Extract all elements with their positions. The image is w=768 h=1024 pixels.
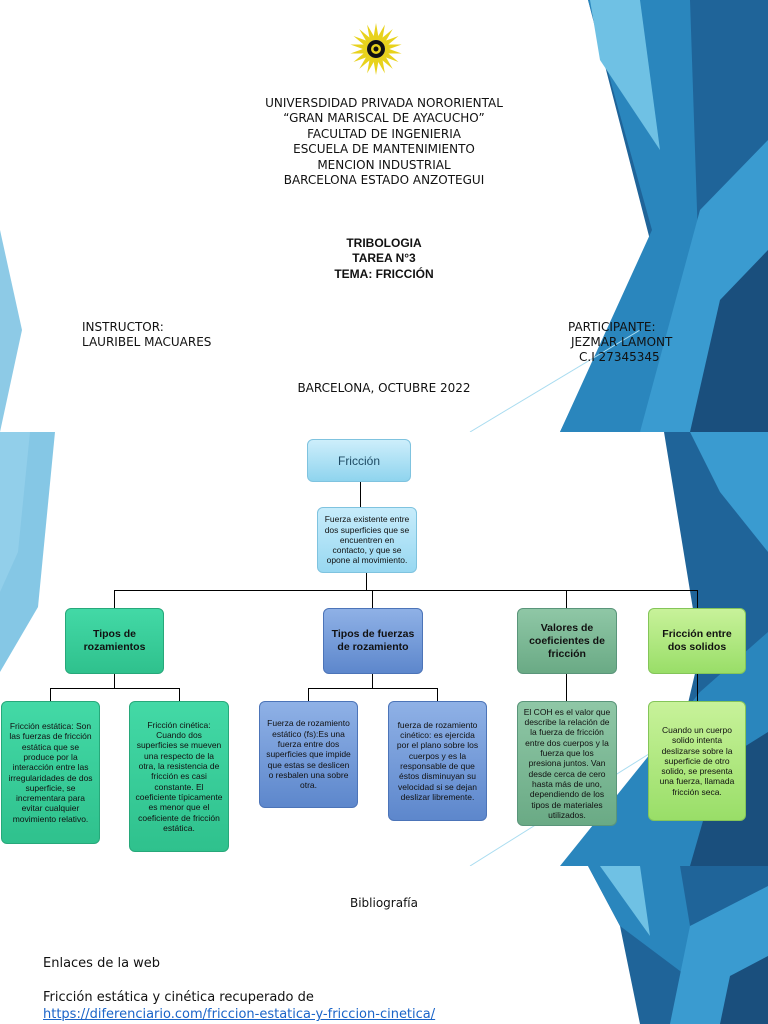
connector-line bbox=[566, 674, 567, 701]
participant-id: C.I 27345345 bbox=[579, 350, 660, 364]
connector-line bbox=[179, 688, 180, 701]
header-line: FACULTAD DE INGENIERIA bbox=[307, 126, 461, 141]
task-number: TAREA N°3 bbox=[352, 251, 416, 266]
cover-slide: UNIVERSDIDAD PRIVADA NORORIENTAL “GRAN M… bbox=[0, 0, 768, 432]
leaf-friccion-seca: Cuando un cuerpo solido intenta deslizar… bbox=[648, 701, 746, 821]
connector-line bbox=[372, 674, 373, 688]
connector-line bbox=[114, 590, 115, 608]
web-links-heading: Enlaces de la web bbox=[43, 956, 161, 971]
header-line: “GRAN MARISCAL DE AYACUCHO” bbox=[283, 111, 485, 126]
place-date: BARCELONA, OCTUBRE 2022 bbox=[297, 381, 471, 395]
leaf-rozamiento-estatico: Fuerza de rozamiento estático (fs):Es un… bbox=[259, 701, 358, 808]
assignment-title: TRIBOLOGIA TAREA N°3 TEMA: FRICCIÓN bbox=[0, 236, 768, 282]
background-decoration bbox=[0, 0, 768, 432]
concept-root-node: Fricción bbox=[307, 439, 411, 482]
connector-line bbox=[114, 590, 698, 591]
participant-name: JEZMAR LAMONT bbox=[571, 335, 673, 349]
connector-line bbox=[697, 590, 698, 608]
participant-label: PARTICIPANTE: bbox=[568, 320, 656, 334]
instructor-label: INSTRUCTOR: bbox=[82, 320, 164, 334]
branch-header-fuerzas: Tipos de fuerzas de rozamiento bbox=[323, 608, 423, 674]
leaf-rozamiento-cinetico: fuerza de rozamiento cinético: es ejerci… bbox=[388, 701, 487, 821]
connector-line bbox=[50, 688, 51, 701]
leaf-coeficiente-coh: El COH es el valor que describe la relac… bbox=[517, 701, 617, 826]
connector-line bbox=[308, 688, 438, 689]
subject-title: TRIBOLOGIA bbox=[346, 236, 422, 250]
header-line: ESCUELA DE MANTENIMIENTO bbox=[293, 142, 475, 157]
leaf-friccion-cinetica: Fricción cinética: Cuando dos superficie… bbox=[129, 701, 229, 852]
sunburst-logo bbox=[350, 23, 402, 75]
bibliography-link[interactable]: https://diferenciario.com/friccion-estat… bbox=[43, 1007, 436, 1022]
header-line: MENCION INDUSTRIAL bbox=[317, 157, 451, 172]
background-decoration bbox=[588, 866, 768, 1024]
branch-header-solidos: Fricción entre dos solidos bbox=[648, 608, 746, 674]
bibliography-title: Bibliografía bbox=[349, 896, 418, 910]
instructor-block: INSTRUCTOR: LAURIBEL MACUARES bbox=[82, 320, 211, 350]
branch-header-coeficientes: Valores de coeficientes de fricción bbox=[517, 608, 617, 674]
leaf-friccion-estatica: Fricción estática: Son las fuerzas de fr… bbox=[1, 701, 100, 844]
connector-line bbox=[308, 688, 309, 701]
connector-line bbox=[114, 674, 115, 688]
header-line: UNIVERSDIDAD PRIVADA NORORIENTAL bbox=[265, 96, 503, 110]
definition-node: Fuerza existente entre dos superficies q… bbox=[317, 507, 417, 573]
connector-line bbox=[360, 482, 361, 507]
connector-line bbox=[437, 688, 438, 701]
topic-title: TEMA: FRICCIÓN bbox=[334, 266, 434, 281]
branch-header-rozamientos: Tipos de rozamientos bbox=[65, 608, 164, 674]
connector-line bbox=[366, 573, 367, 591]
bibliography-slide: Bibliografía Enlaces de la web Fricción … bbox=[0, 866, 768, 1024]
connector-line bbox=[697, 674, 698, 701]
header-line: BARCELONA ESTADO ANZOTEGUI bbox=[283, 173, 485, 188]
concept-map-slide: Fricción Fuerza existente entre dos supe… bbox=[0, 432, 768, 866]
institution-header: UNIVERSDIDAD PRIVADA NORORIENTAL “GRAN M… bbox=[0, 96, 768, 188]
participant-block: PARTICIPANTE: JEZMAR LAMONT C.I 27345345 bbox=[568, 320, 672, 365]
connector-line bbox=[50, 688, 180, 689]
connector-line bbox=[566, 590, 567, 608]
instructor-name: LAURIBEL MACUARES bbox=[82, 335, 212, 349]
bibliography-entry: Fricción estática y cinética recuperado … bbox=[43, 990, 314, 1005]
connector-line bbox=[372, 590, 373, 608]
